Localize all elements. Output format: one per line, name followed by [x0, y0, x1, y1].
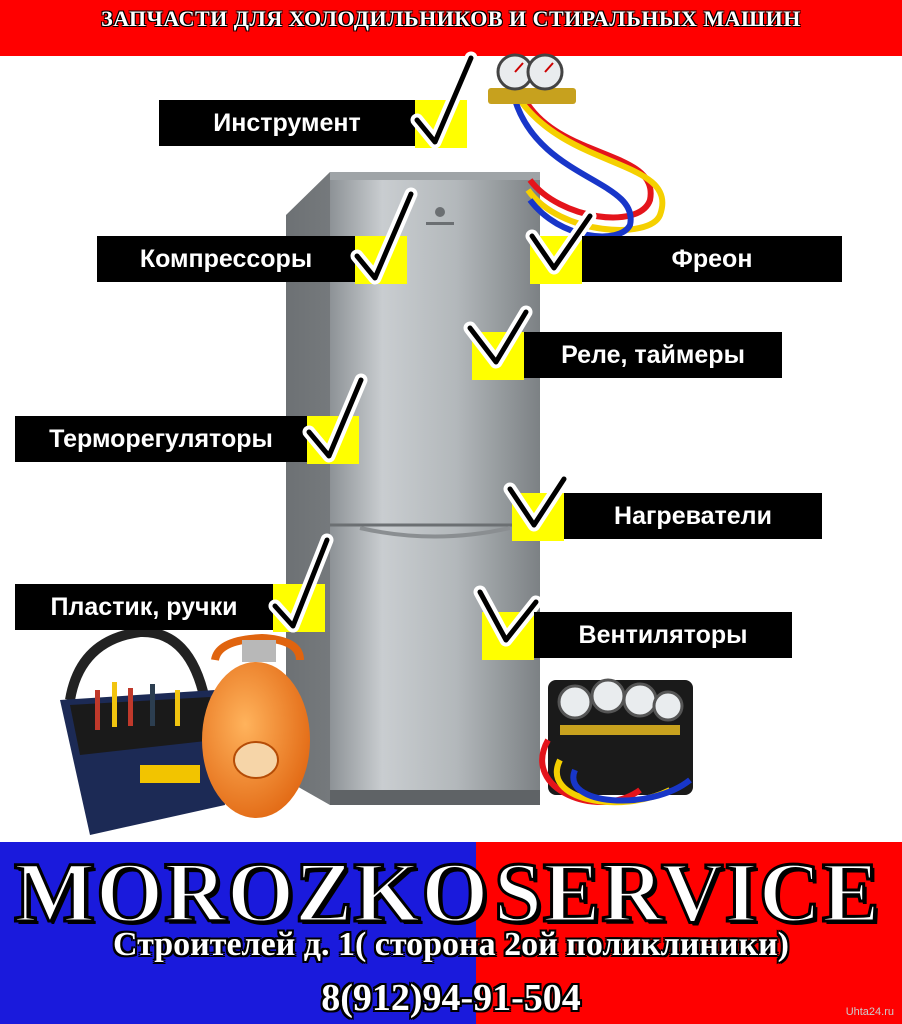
checkmark-icon — [410, 51, 478, 149]
checkmark-icon — [268, 533, 334, 633]
label-freon: Фреон — [582, 236, 842, 282]
label-heaters: Нагреватели — [564, 493, 822, 539]
check-freon — [525, 209, 597, 284]
check-plastic — [268, 533, 334, 633]
check-fans — [473, 585, 543, 660]
checkmark-icon — [473, 585, 543, 647]
label-thermostats: Терморегуляторы — [15, 416, 307, 462]
checkmark-icon — [350, 187, 418, 285]
banner-title: ЗАПЧАСТИ ДЛЯ ХОЛОДИЛЬНИКОВ И СТИРАЛЬНЫХ … — [101, 6, 801, 31]
check-compressors — [350, 187, 418, 285]
label-instrument: Инструмент — [159, 100, 415, 146]
label-plastic: Пластик, ручки — [15, 584, 273, 630]
check-heaters — [503, 472, 571, 541]
checkmark-icon — [503, 472, 571, 532]
checkmark-icon — [302, 373, 368, 463]
check-instrument — [410, 51, 478, 149]
label-compressors: Компрессоры — [97, 236, 355, 282]
phone-number: 8(912)94-91-504 — [321, 977, 581, 1019]
brand-morozko: MOROZKO — [12, 843, 490, 942]
top-banner — [0, 0, 902, 56]
label-relays: Реле, таймеры — [524, 332, 782, 378]
brand-service: SERVICE — [492, 843, 881, 942]
checkmark-icon — [525, 209, 597, 275]
vacuum-station-image — [539, 678, 693, 806]
address-text: Строителей д. 1( сторона 2ой поликлиники… — [113, 926, 789, 963]
checkmark-icon — [463, 305, 533, 369]
footer-blue-panel — [0, 842, 476, 1024]
tool-bag-image — [60, 626, 225, 835]
label-fans: Вентиляторы — [534, 612, 792, 658]
manifold-gauge-image — [488, 53, 666, 240]
check-relays — [463, 305, 533, 380]
footer-red-panel — [476, 842, 902, 1024]
freon-cylinder-image — [202, 633, 310, 818]
check-thermostats — [302, 373, 368, 464]
watermark: Uhta24.ru — [845, 1006, 894, 1018]
